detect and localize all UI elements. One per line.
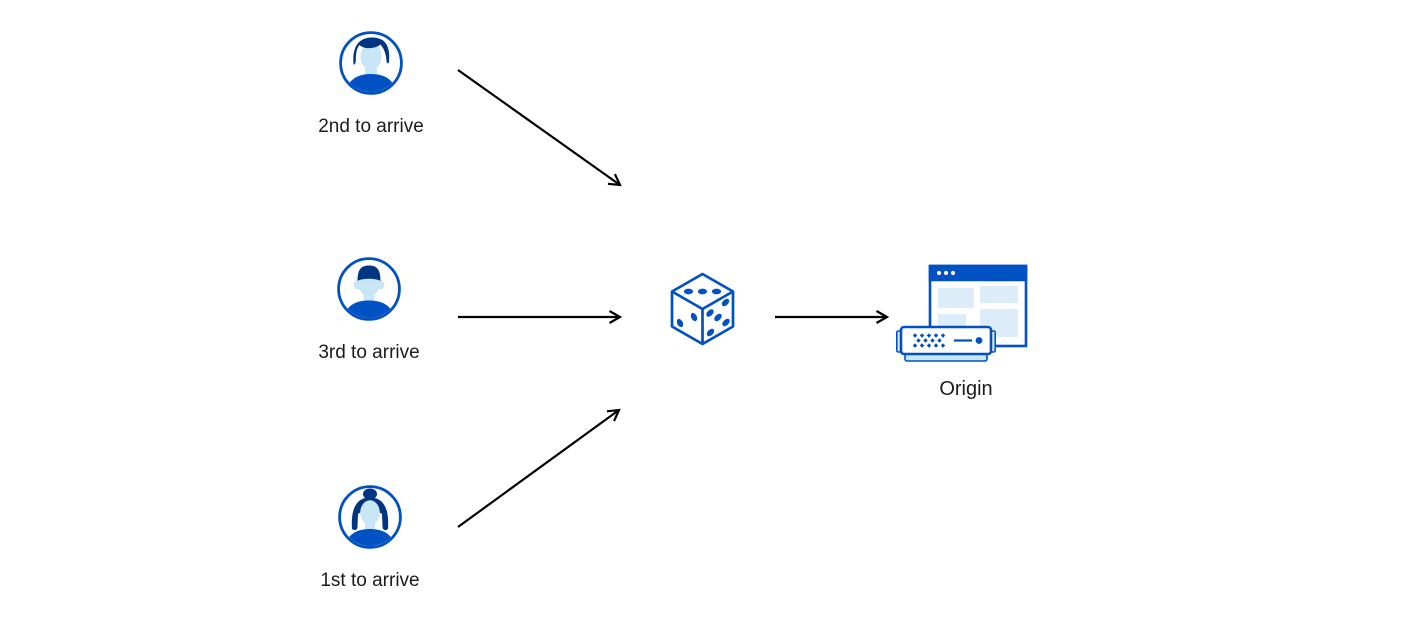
client-node-3rd-to-arrive: 3rd to arrive [299, 257, 439, 364]
avatar-man-swept-hair-icon [339, 31, 403, 95]
origin-label: Origin [939, 378, 993, 400]
origin-server-icon [896, 264, 1028, 362]
client-label-2nd: 2nd to arrive [318, 116, 424, 137]
client-node-1st-to-arrive: 1st to arrive [300, 485, 440, 592]
avatar-woman-bun-icon [338, 485, 402, 549]
dice-icon [670, 272, 735, 346]
client-node-2nd-to-arrive: 2nd to arrive [301, 31, 441, 138]
origin-node: Origin [896, 262, 1036, 401]
arrow-2nd-to-dice [457, 69, 622, 187]
arrow-1st-to-dice [457, 408, 621, 528]
client-label-3rd: 3rd to arrive [318, 342, 420, 363]
client-label-1st: 1st to arrive [320, 570, 420, 591]
dice-node [668, 272, 737, 348]
avatar-man-flat-top-icon [337, 257, 401, 321]
